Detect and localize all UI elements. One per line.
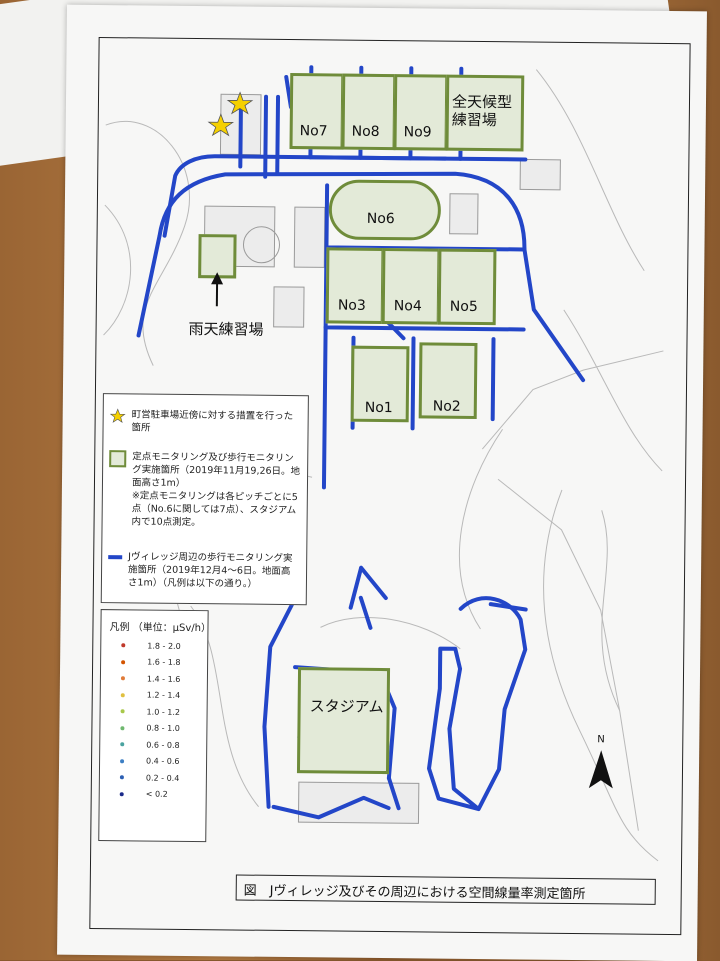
north-arrow-icon	[589, 750, 613, 788]
caption-prefix: 図	[244, 880, 257, 899]
caption-text: Jヴィレッジ及びその周辺における空間線量率測定箇所	[270, 880, 586, 902]
map-document: No7 No8 No9 全天候型 練習場 No6 No3 No4 No5 No1…	[57, 5, 707, 961]
north-label: N	[597, 734, 605, 745]
north-arrow-svg	[57, 5, 707, 961]
